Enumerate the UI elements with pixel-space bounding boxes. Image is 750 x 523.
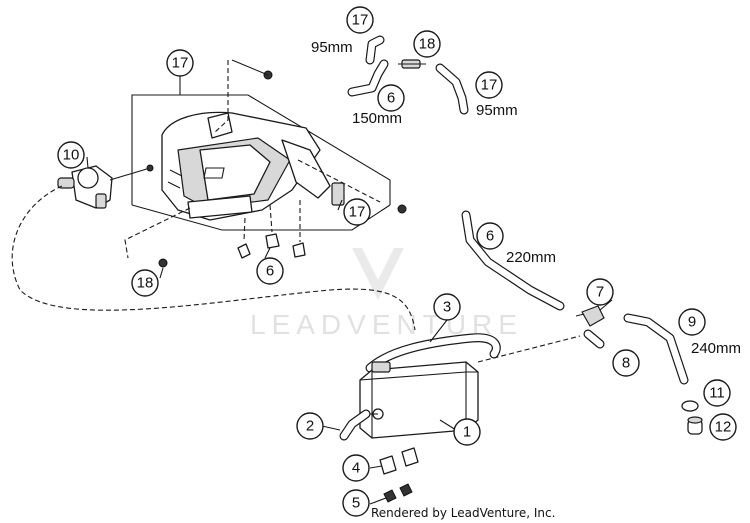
hose-2 [339,409,371,441]
callout-5: 5 [342,489,370,517]
svg-text:4: 4 [352,460,360,477]
length-9: 240mm [691,340,741,357]
svg-text:3: 3 [443,299,451,316]
hose-3 [365,333,501,373]
footer-credit: Rendered by LeadVenture, Inc. [371,506,555,520]
svg-text:7: 7 [596,284,604,301]
svg-text:8: 8 [622,355,630,372]
callout-7: 7 [586,278,614,306]
svg-text:18: 18 [419,36,436,53]
svg-text:12: 12 [715,419,732,436]
callout-9: 9 [678,308,706,336]
clamp-10 [681,400,699,412]
hose-6-upper [347,59,389,97]
svg-text:17: 17 [349,204,366,221]
bracket-fasteners [124,59,407,268]
callout-17-right: 17 [475,71,503,99]
svg-text:18: 18 [137,275,154,292]
callout-12: 10 [57,141,85,169]
svg-text:1: 1 [463,424,471,441]
hose-6-right [461,210,565,311]
bracket-assembly [131,94,391,231]
screws-5 [383,483,413,503]
callout-13: 17 [166,49,194,77]
callout-14: 17 [343,198,371,226]
clips-4 [379,447,419,475]
hose-8 [583,329,605,349]
leader-lines [86,76,613,505]
hose-17-upper-left [365,35,385,65]
callout-10: 11 [703,379,731,407]
svg-text:6: 6 [266,263,274,280]
callout-17-left: 17 [346,6,374,34]
length-17-left: 95mm [311,39,353,56]
svg-text:2: 2 [306,418,314,435]
svg-text:10: 10 [63,147,80,164]
purge-valve [57,164,154,209]
routing-line [11,185,416,331]
svg-text:6: 6 [486,228,494,245]
callout-3: 3 [433,293,461,321]
charcoal-canister [359,361,479,439]
svg-text:17: 17 [481,77,498,94]
svg-text:17: 17 [352,12,369,29]
length-6-right: 220mm [506,249,556,266]
callout-2: 2 [296,412,324,440]
length-6-upper: 150mm [352,110,402,127]
hose-17-upper-right [435,63,469,115]
callout-6-upper: 6 [377,84,405,112]
connector-7 [575,305,605,327]
svg-text:17: 17 [172,55,189,72]
connector-18 [398,59,426,69]
callout-18: 18 [413,30,441,58]
callout-11: 12 [709,413,737,441]
svg-text:9: 9 [688,314,696,331]
svg-text:11: 11 [709,385,725,402]
cap-11 [687,416,703,435]
svg-text:6: 6 [387,90,395,107]
callout-4: 4 [342,454,370,482]
callout-6-right: 6 [476,222,504,250]
callout-16: 6 [256,257,284,285]
canister-route-line [477,335,581,363]
callout-1: 1 [453,418,481,446]
callout-15: 18 [131,269,159,297]
callout-8: 8 [612,349,640,377]
hose-9 [623,313,689,385]
svg-text:5: 5 [352,495,360,512]
length-17-right: 95mm [476,102,518,119]
